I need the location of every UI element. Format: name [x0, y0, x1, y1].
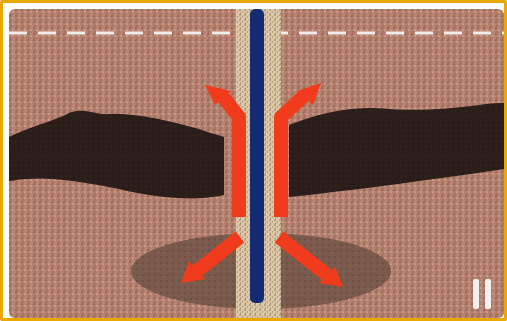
well-remediation-diagram	[9, 9, 504, 318]
well-pipe	[250, 9, 264, 303]
diagram-canvas	[9, 9, 504, 318]
